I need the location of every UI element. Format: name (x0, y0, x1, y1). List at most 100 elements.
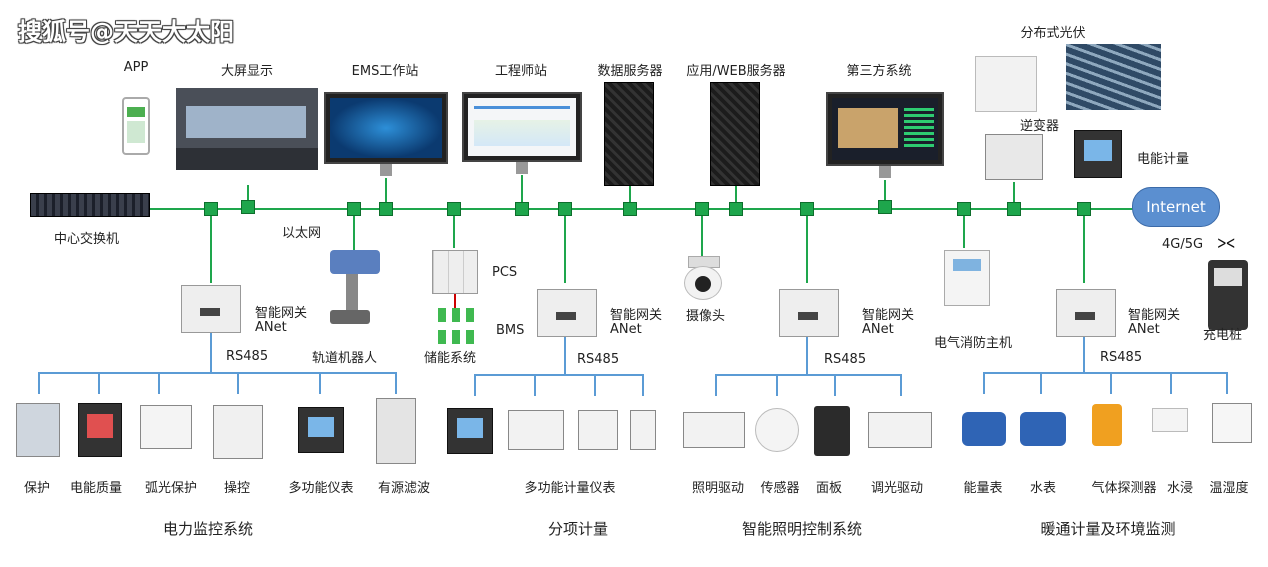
dimming-driver-icon (868, 412, 932, 448)
rs485-tap (776, 374, 778, 396)
rs485-tap (534, 374, 536, 396)
rs485-tap (158, 372, 160, 394)
connector (247, 185, 249, 207)
rail-meter-icon (630, 410, 656, 450)
rs485-label: RS485 (824, 352, 867, 367)
rs485-tap (237, 372, 239, 394)
inverter-icon (975, 56, 1037, 112)
video-wall-icon (176, 88, 318, 170)
connector (1013, 182, 1015, 208)
connector (453, 208, 455, 248)
connector (735, 186, 737, 208)
device-label: 温湿度 (1209, 481, 1249, 496)
rs485-tap (98, 372, 100, 394)
active-filter-icon (376, 398, 416, 464)
engineer-label: 工程师站 (494, 64, 548, 79)
multifunction-meter-icon (298, 407, 344, 453)
rs485-bus (38, 372, 395, 374)
rs485-tap (983, 372, 985, 394)
arc-protection-icon (140, 405, 192, 449)
anet-label: ANet (1128, 322, 1160, 337)
app-server-label: 应用/WEB服务器 (686, 64, 786, 79)
connector (353, 208, 355, 253)
rs485-tap (395, 372, 397, 394)
rail-robot-icon (320, 250, 386, 332)
gateway-icon (1056, 289, 1116, 337)
rs485-label: RS485 (226, 349, 269, 364)
bus-node (800, 202, 814, 216)
energy-meter-device-icon (985, 134, 1043, 180)
monitor-stand (516, 162, 528, 174)
connector (564, 208, 566, 283)
device-label: 水浸 (1166, 481, 1194, 496)
rs485-tap (319, 372, 321, 394)
section-title: 暖通计量及环境监测 (1040, 520, 1176, 538)
rs485-tap (1040, 372, 1042, 394)
ems-label: EMS工作站 (351, 64, 419, 79)
gateway-icon (779, 289, 839, 337)
pcs-bms-link (454, 294, 456, 308)
device-label: 操控 (223, 481, 251, 496)
connector (963, 208, 965, 248)
rs485-tap (594, 374, 596, 396)
connector (806, 208, 808, 283)
lighting-driver-icon (683, 412, 745, 448)
rs485-tap (474, 374, 476, 396)
gateway-label: 智能网关 (610, 308, 663, 323)
protection-relay-icon (16, 403, 60, 457)
gateway-icon (537, 289, 597, 337)
device-label: 多功能仪表 (288, 481, 354, 496)
fire-host-label: 电气消防主机 (934, 336, 1013, 351)
connector (1083, 208, 1085, 283)
panel-icon (814, 406, 850, 456)
watermark: 搜狐号@天天大太阳 (18, 18, 234, 46)
device-label: 多功能计量仪表 (524, 481, 616, 496)
bus-node (878, 200, 892, 214)
temp-humidity-icon (1212, 403, 1252, 443)
camera-icon (684, 256, 722, 300)
device-label: 传感器 (760, 481, 800, 496)
device-label: 电能质量 (69, 481, 123, 496)
monitor-stand (879, 166, 891, 178)
bus-node (347, 202, 361, 216)
section-title: 电力监控系统 (162, 520, 254, 538)
engineer-monitor-icon (462, 92, 582, 162)
bms-label: BMS (496, 323, 525, 338)
rs485-tap (1226, 372, 1228, 394)
third-party-label: 第三方系统 (846, 64, 912, 79)
rs485-tap (1110, 372, 1112, 394)
data-server-icon (604, 82, 654, 186)
device-label: 保护 (23, 481, 51, 496)
control-device-icon (213, 405, 263, 459)
rs485-drop (564, 337, 566, 375)
connector (210, 208, 212, 283)
water-meter-icon (1020, 412, 1066, 446)
rs485-label: RS485 (1100, 350, 1143, 365)
internet-cloud: Internet (1132, 187, 1220, 227)
bus-node (1077, 202, 1091, 216)
energy-meter-icon (1074, 130, 1122, 178)
device-label: 面板 (815, 481, 843, 496)
bus-node (1007, 202, 1021, 216)
connector (884, 180, 886, 208)
fire-host-icon (944, 250, 990, 306)
ethernet-bus (150, 208, 1135, 210)
gateway-label: 智能网关 (862, 308, 915, 323)
rs485-tap (38, 372, 40, 394)
rs485-label: RS485 (577, 352, 620, 367)
solar-roof-icon (1066, 44, 1161, 110)
connector (701, 208, 703, 256)
rs485-tap (642, 374, 644, 396)
energy-meter-flow-icon (962, 412, 1006, 446)
ems-monitor-icon (324, 92, 448, 164)
bus-node (204, 202, 218, 216)
charger-label: 充电桩 (1203, 328, 1243, 343)
device-label: 能量表 (963, 481, 1003, 496)
battery-pack-icon (438, 308, 474, 344)
rs485-tap (715, 374, 717, 396)
app-server-icon (710, 82, 760, 186)
core-switch (30, 193, 150, 217)
rs485-drop (806, 337, 808, 375)
rs485-tap (834, 374, 836, 396)
device-label: 照明驱动 (691, 481, 745, 496)
